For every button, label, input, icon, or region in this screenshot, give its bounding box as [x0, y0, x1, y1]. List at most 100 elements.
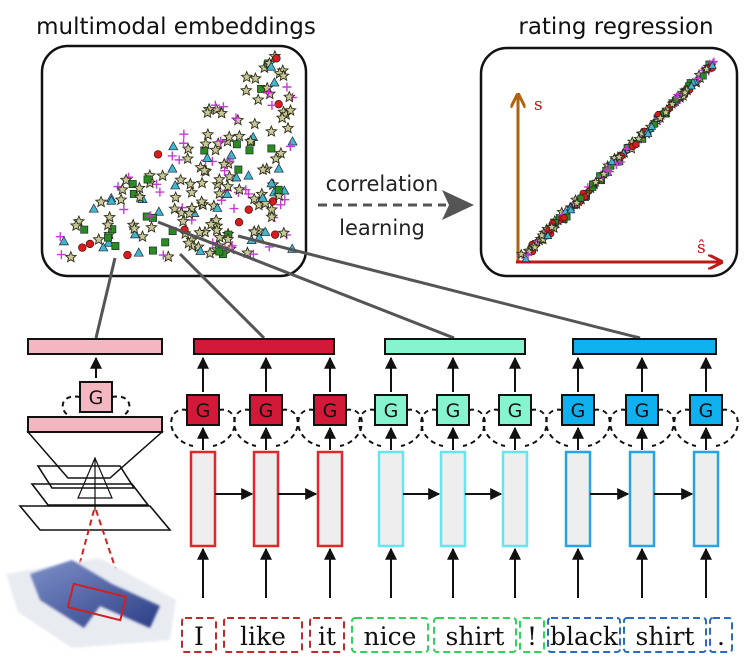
star-point [156, 169, 170, 182]
plus-point [56, 250, 66, 260]
star-point [232, 182, 246, 196]
image-feature-bar [27, 338, 163, 355]
embedding-scatter [55, 49, 298, 263]
circle-point [272, 54, 281, 63]
lstm-cell [377, 450, 405, 548]
triangle-point [269, 77, 280, 87]
plus-point [218, 102, 228, 112]
star-point [215, 106, 229, 119]
lstm-cell [439, 450, 467, 548]
square-point [108, 225, 117, 234]
shirt-image [6, 558, 176, 648]
triangle-point [58, 236, 70, 246]
circle-point [270, 230, 280, 239]
correlation-arrow-head [442, 190, 474, 220]
image-gate [79, 381, 113, 413]
triangle-point [167, 163, 178, 173]
star-point [256, 163, 270, 176]
token-box [351, 617, 429, 653]
star-point [199, 137, 213, 150]
star-point [277, 226, 291, 239]
star-point [133, 190, 147, 203]
lstm-cell [692, 450, 720, 548]
lstm-cell [564, 450, 592, 548]
plus-point [612, 161, 621, 170]
star-point [239, 83, 253, 96]
image-cnn-top-layer [27, 416, 163, 433]
square-point [267, 144, 276, 153]
triangle-point [202, 152, 213, 162]
star-point [169, 190, 182, 203]
star-point [546, 221, 558, 232]
triangle-point [543, 231, 553, 239]
star-point [679, 87, 691, 98]
star-point [174, 173, 188, 186]
circle-point [123, 250, 132, 260]
star-point [248, 117, 262, 130]
triangle-point [647, 121, 657, 130]
star-point [223, 170, 236, 183]
gate-label: G [571, 400, 586, 422]
star-point [101, 218, 115, 231]
gate-label: G [699, 400, 714, 422]
star-point [282, 90, 296, 103]
star-point [201, 127, 215, 141]
star-point [265, 210, 279, 223]
triangle-point [168, 141, 179, 151]
plus-point [267, 100, 277, 110]
star-point [182, 207, 196, 220]
feature-bar-sentence-3 [572, 338, 717, 355]
lstm-cell [189, 450, 217, 548]
cnn-receptive-field-lines [69, 509, 127, 601]
star-point [251, 93, 265, 106]
star-point [119, 173, 133, 186]
square-point [699, 72, 707, 80]
token-2: like [240, 622, 286, 651]
star-point [193, 225, 207, 238]
star-point [213, 187, 226, 200]
triangle-point [273, 163, 284, 173]
image-patch-box [66, 582, 128, 622]
gate-label: G [259, 400, 274, 422]
star-point [233, 129, 246, 142]
triangle-point [212, 202, 223, 212]
plus-point [229, 204, 239, 214]
regression-panel-title: rating regression [518, 14, 713, 40]
star-point [127, 222, 141, 235]
star-point [274, 146, 288, 159]
token-7: black [550, 622, 619, 651]
square-point [215, 247, 224, 256]
gate-label: G [384, 400, 399, 422]
token-1: I [194, 622, 204, 651]
star-point [183, 177, 197, 190]
circle-point [244, 205, 253, 214]
gate-box [313, 394, 347, 426]
learning-label: learning [339, 216, 425, 240]
star-point [204, 217, 218, 230]
star-point [590, 176, 601, 187]
gate-label: G [446, 400, 461, 422]
star-point [136, 229, 149, 243]
token-box [223, 617, 303, 653]
star-point [247, 192, 261, 205]
cnn-layer-2 [30, 483, 150, 506]
token-box [433, 617, 517, 653]
triangle-point [153, 206, 165, 216]
star-point [536, 229, 548, 240]
plus-point [263, 88, 273, 98]
gate-label: G [635, 400, 650, 422]
token-box [519, 617, 545, 653]
star-point [181, 152, 195, 165]
plus-point [167, 151, 177, 161]
lstm-cell [316, 450, 344, 548]
cnn-pyramid [77, 456, 113, 510]
square-point [245, 146, 254, 155]
lstm-cell [628, 450, 656, 548]
token-9: . [717, 622, 725, 651]
star-point [244, 134, 257, 147]
square-point [104, 233, 112, 242]
triangle-point [643, 128, 653, 137]
gate-label: G [196, 400, 211, 422]
